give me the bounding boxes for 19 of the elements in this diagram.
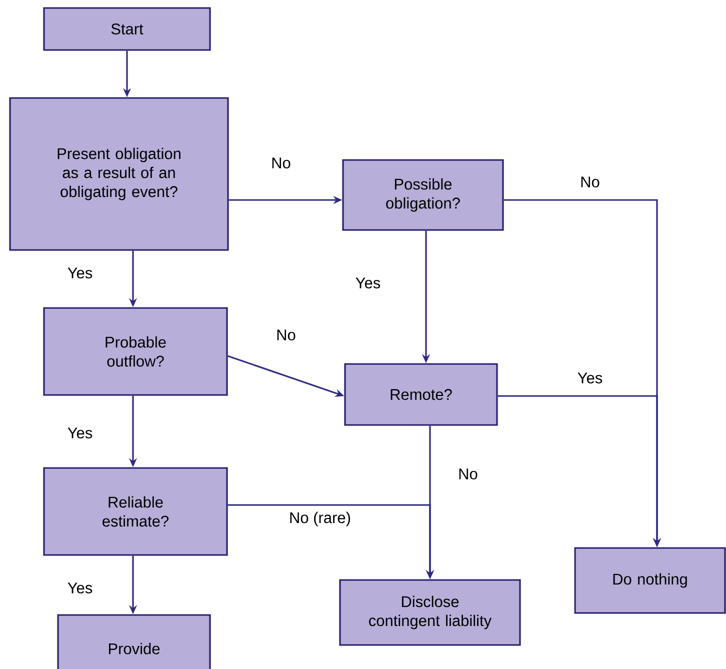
process-box: Disclose contingent liability xyxy=(339,579,521,646)
process-box: Provide xyxy=(57,614,211,669)
process-box: Start xyxy=(43,7,211,51)
edge-label: Yes xyxy=(68,428,92,438)
process-box: Possible obligation? xyxy=(342,159,504,231)
process-box: Do nothing xyxy=(574,547,726,614)
edge-label: No xyxy=(581,176,600,188)
edge-label: Yes xyxy=(356,278,380,288)
process-box: Probable outflow? xyxy=(43,307,228,396)
process-box: Reliable estimate? xyxy=(43,467,228,556)
edge-label: No xyxy=(459,468,478,480)
process-box: Present obligation as a result of an obligating event? xyxy=(9,97,229,251)
edge-label: No xyxy=(277,330,296,340)
process-box: Remote? xyxy=(344,363,498,426)
edge-label: Yes xyxy=(578,372,602,384)
edge-label: Yes xyxy=(68,582,92,594)
edge-label: No (rare) xyxy=(290,512,350,526)
edge-label: Yes xyxy=(68,268,92,278)
edge-label: No xyxy=(272,158,290,168)
